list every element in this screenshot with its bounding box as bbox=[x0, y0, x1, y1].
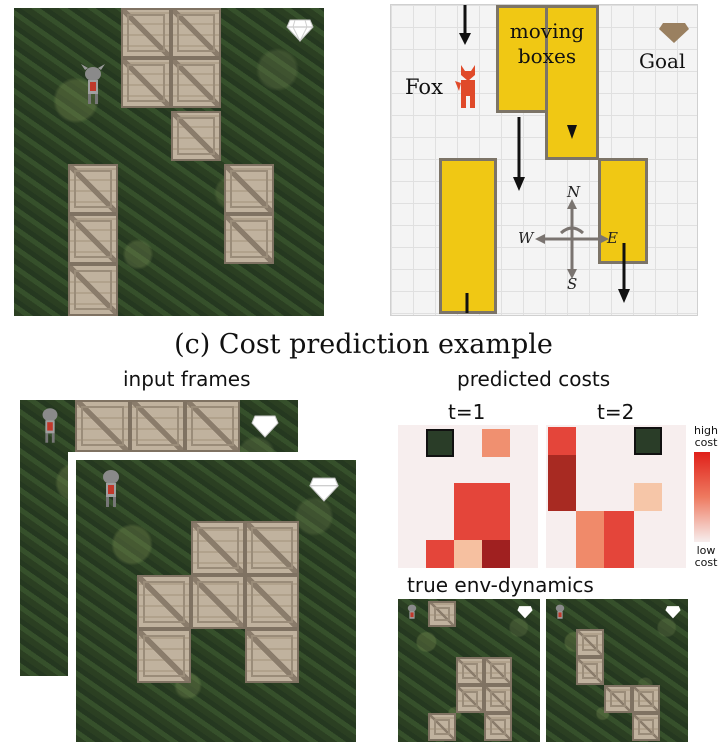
crate bbox=[428, 601, 456, 627]
crate bbox=[137, 629, 191, 683]
cost-cell bbox=[482, 429, 510, 457]
crate bbox=[604, 685, 632, 713]
true-env-dynamics-heading: true env-dynamics bbox=[407, 573, 594, 597]
t1-label: t=1 bbox=[448, 400, 486, 424]
cost-cell bbox=[454, 540, 482, 568]
colorbar-low-word: low bbox=[696, 544, 716, 557]
crate bbox=[191, 521, 245, 575]
cost-cell bbox=[548, 427, 576, 455]
crate bbox=[224, 214, 274, 264]
schematic-map: moving boxes Goal Fox bbox=[390, 4, 698, 316]
cost-cell bbox=[634, 483, 662, 511]
compass-east: E bbox=[607, 229, 618, 247]
compass-west: W bbox=[518, 229, 534, 247]
crate bbox=[245, 629, 299, 683]
cost-cell bbox=[426, 429, 454, 457]
fox-icon bbox=[81, 64, 105, 104]
t2-label: t=2 bbox=[597, 400, 635, 424]
cost-map-t2 bbox=[546, 425, 686, 568]
panel-title: (c) Cost prediction example bbox=[174, 329, 553, 360]
goal-diamond-icon bbox=[659, 23, 689, 43]
diamond-icon bbox=[665, 606, 681, 619]
crate bbox=[68, 214, 118, 264]
colorbar-low-label: low cost bbox=[688, 545, 724, 569]
crate bbox=[68, 164, 118, 214]
crate bbox=[137, 575, 191, 629]
crate bbox=[191, 575, 245, 629]
cost-cell bbox=[426, 540, 454, 568]
crate bbox=[245, 575, 299, 629]
crate bbox=[68, 264, 118, 316]
crate bbox=[632, 685, 660, 713]
crate bbox=[224, 164, 274, 214]
crate bbox=[130, 400, 185, 452]
game-frame-topleft bbox=[14, 8, 324, 316]
cost-cell bbox=[634, 427, 662, 455]
crate bbox=[576, 629, 604, 657]
fox-silhouette-icon bbox=[455, 65, 475, 108]
cost-cell bbox=[548, 455, 576, 511]
colorbar-high-label: high cost bbox=[688, 425, 724, 449]
env-frame-t1 bbox=[398, 599, 540, 742]
crate bbox=[185, 400, 240, 452]
crate bbox=[484, 713, 512, 741]
moving-boxes-label: moving boxes bbox=[497, 19, 597, 69]
moving-box bbox=[598, 158, 648, 264]
crate bbox=[245, 521, 299, 575]
fox-icon bbox=[407, 604, 417, 619]
crate bbox=[171, 58, 221, 108]
crate bbox=[171, 111, 221, 161]
diamond-icon bbox=[309, 477, 339, 502]
moving-label-line1: moving bbox=[509, 19, 585, 43]
diamond-icon bbox=[251, 415, 279, 438]
colorbar-low-cost: cost bbox=[694, 556, 718, 569]
input-frames-heading: input frames bbox=[123, 367, 251, 391]
cost-cell bbox=[604, 511, 634, 568]
moving-label-line2: boxes bbox=[517, 44, 577, 68]
movement-arrows bbox=[459, 5, 630, 313]
fox-label: Fox bbox=[405, 75, 443, 99]
crate bbox=[456, 657, 484, 685]
fox-icon bbox=[103, 470, 119, 507]
diamond-icon bbox=[286, 19, 314, 42]
fox-icon bbox=[555, 604, 565, 619]
crate bbox=[484, 685, 512, 713]
crate bbox=[171, 8, 221, 58]
crate bbox=[121, 8, 171, 58]
env-frame-t2 bbox=[546, 599, 688, 742]
cost-cell bbox=[454, 483, 510, 540]
crate bbox=[576, 657, 604, 685]
cost-map-t1 bbox=[398, 425, 538, 568]
crate bbox=[428, 713, 456, 741]
predicted-costs-heading: predicted costs bbox=[457, 367, 611, 391]
cost-cell bbox=[576, 511, 604, 568]
cost-cell bbox=[482, 540, 510, 568]
crate bbox=[121, 58, 171, 108]
colorbar bbox=[694, 452, 710, 542]
diamond-icon bbox=[517, 606, 533, 619]
compass-north: N bbox=[567, 183, 581, 201]
crate bbox=[456, 685, 484, 713]
colorbar-high-cost: cost bbox=[694, 436, 718, 449]
goal-label: Goal bbox=[639, 49, 686, 73]
crate bbox=[632, 713, 660, 741]
crate bbox=[75, 400, 130, 452]
input-frame-front bbox=[76, 460, 356, 742]
fox-icon bbox=[42, 408, 58, 443]
compass-south: S bbox=[567, 275, 578, 293]
crate bbox=[484, 657, 512, 685]
colorbar-high-word: high bbox=[694, 424, 718, 437]
